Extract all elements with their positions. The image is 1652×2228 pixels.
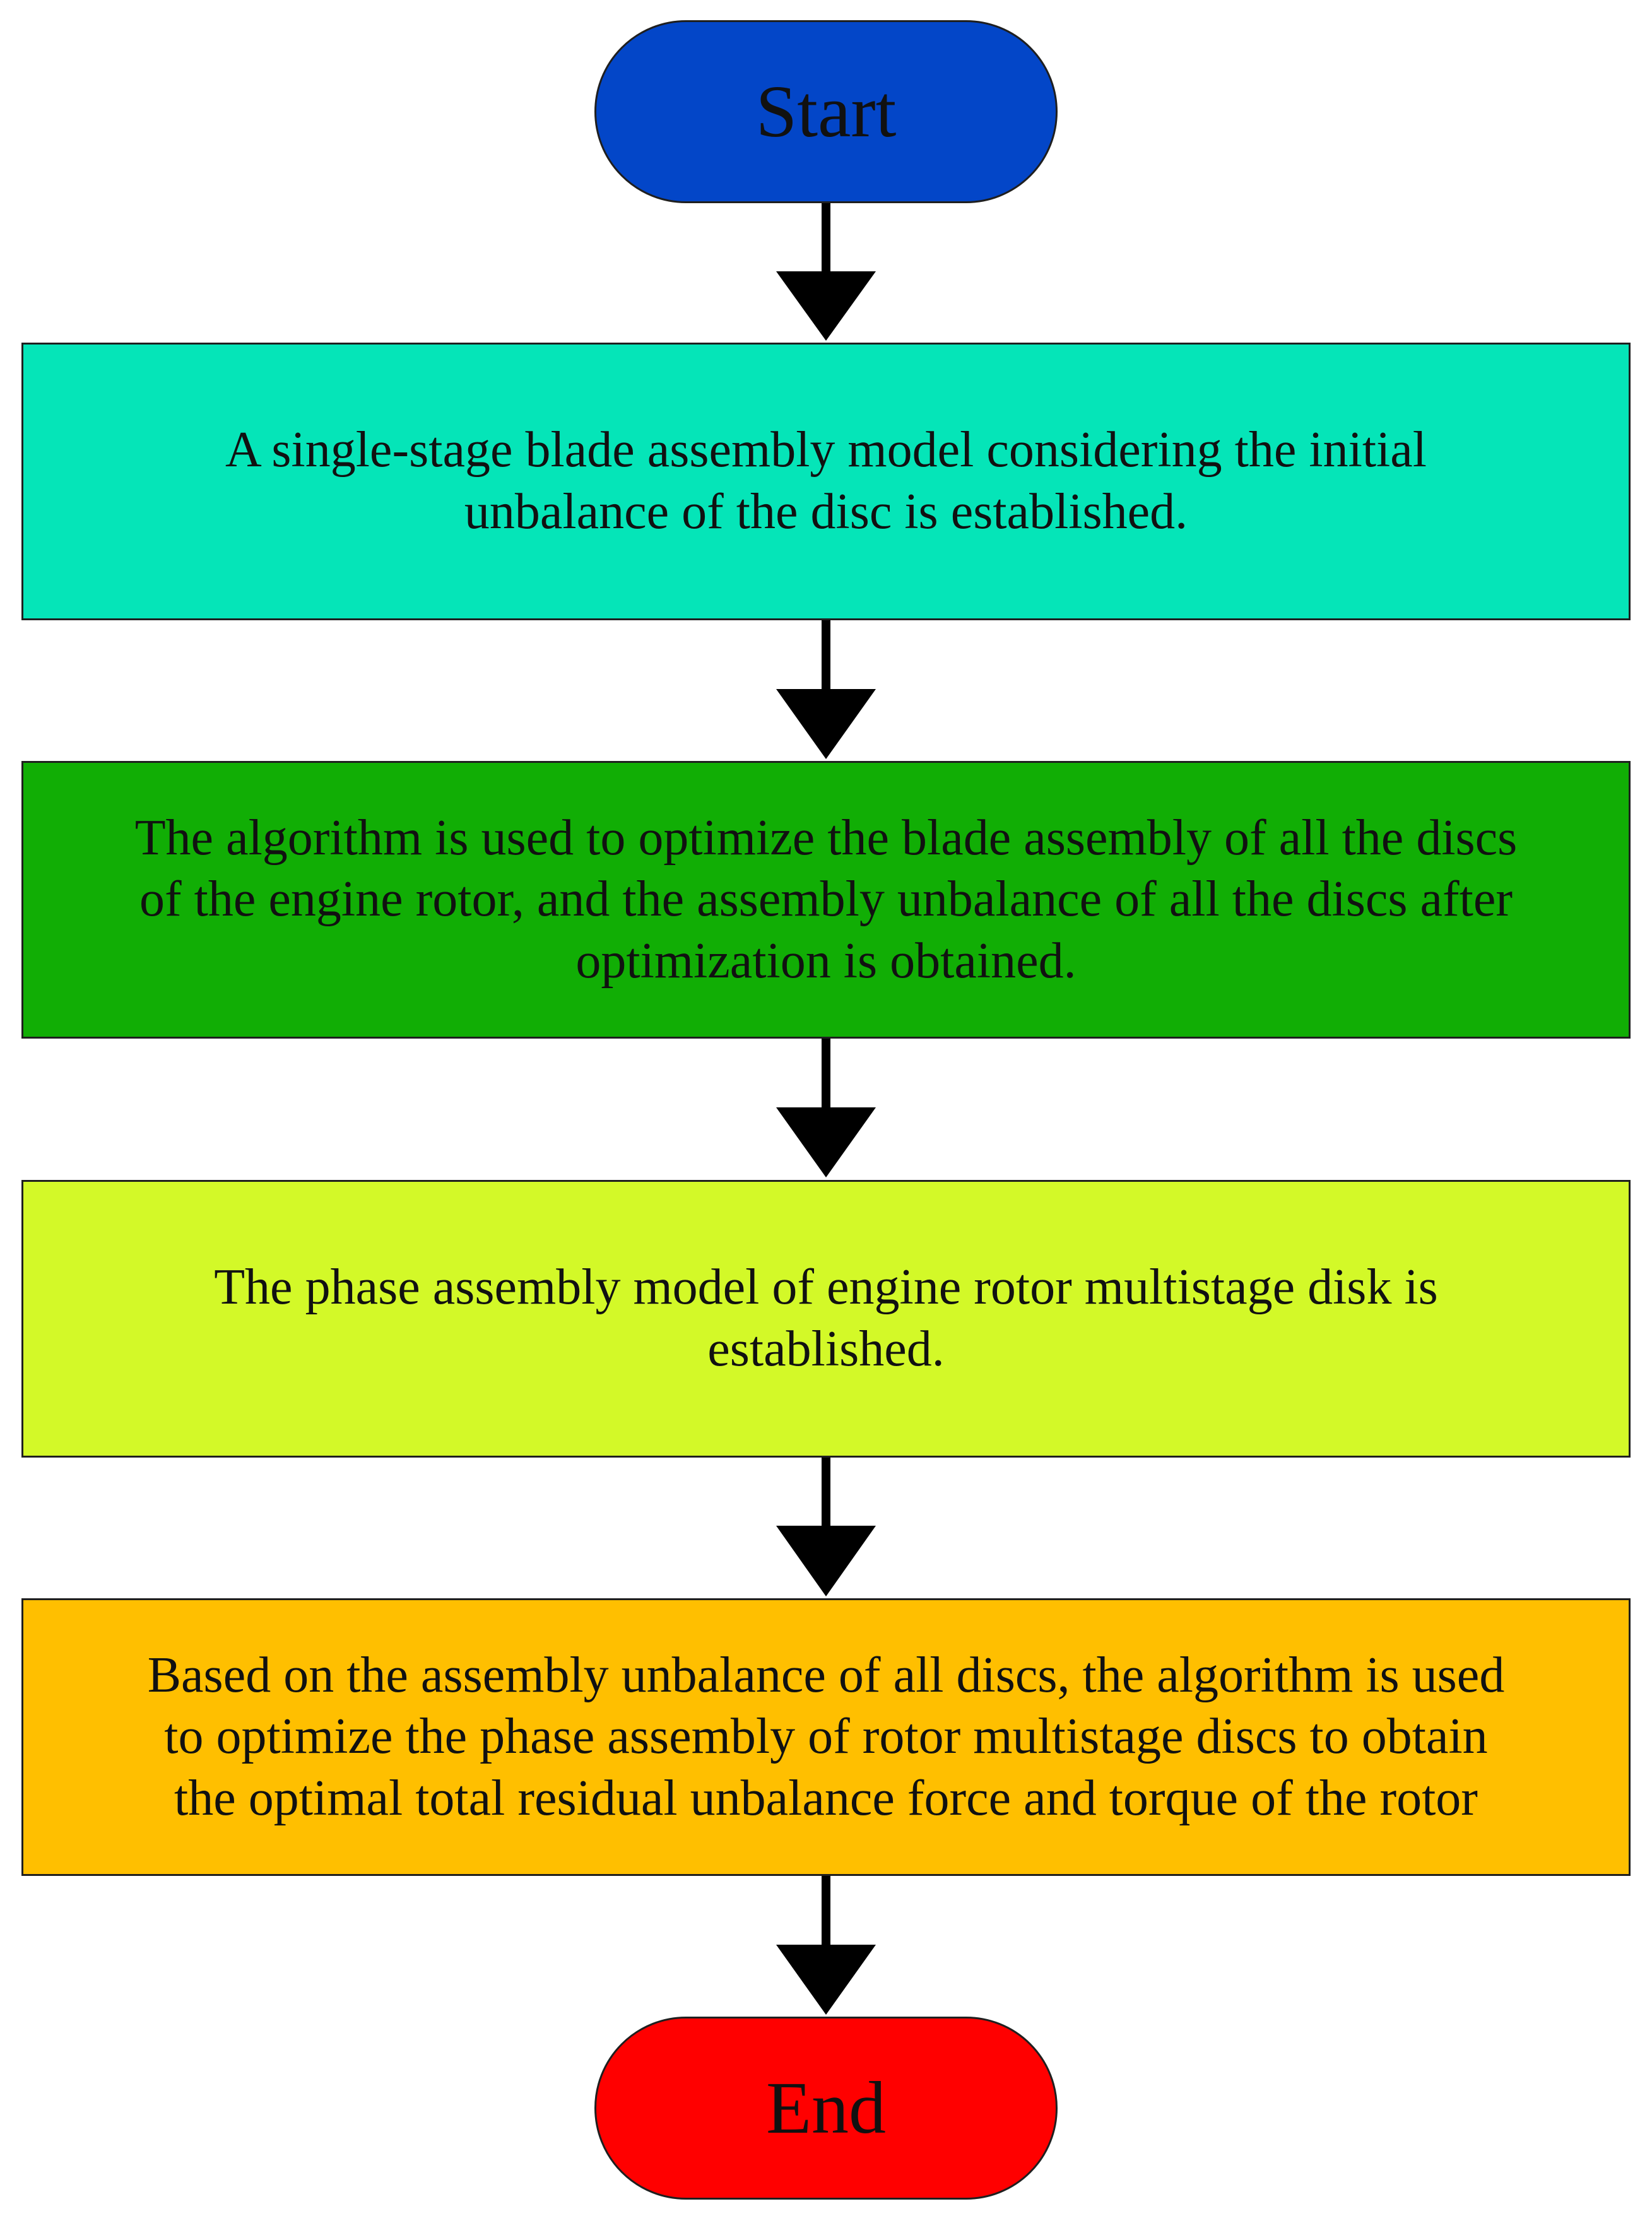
process-step-4-text: Based on the assembly unbalance of all d… [148,1645,1505,1830]
arrow-start-to-step-1 [776,203,876,341]
process-step-2: The algorithm is used to optimize the bl… [21,761,1631,1039]
process-step-3-line-1: The phase assembly model of engine rotor… [214,1259,1438,1316]
arrow-step-4-to-end [776,1876,876,2015]
process-step-3-line-2: established. [707,1321,945,1377]
process-step-4-line-1: Based on the assembly unbalance of all d… [147,1647,1505,1703]
process-step-3: The phase assembly model of engine rotor… [21,1180,1631,1458]
process-step-1-text: A single-stage blade assembly model cons… [225,420,1427,543]
process-step-4-line-3: the optimal total residual unbalance for… [174,1770,1478,1826]
process-step-4: Based on the assembly unbalance of all d… [21,1598,1631,1876]
process-step-1: A single-stage blade assembly model cons… [21,343,1631,620]
arrow-step-1-to-step-2 [776,620,876,759]
process-step-2-line-1: The algorithm is used to optimize the bl… [134,810,1518,866]
process-step-3-text: The phase assembly model of engine rotor… [214,1257,1438,1380]
arrow-step-3-to-step-4 [776,1458,876,1596]
process-step-4-line-2: to optimize the phase assembly of rotor … [164,1709,1488,1765]
end-terminal: End [594,2017,1058,2200]
process-step-2-text: The algorithm is used to optimize the bl… [135,808,1518,993]
arrow-step-2-to-step-3 [776,1039,876,1177]
start-label: Start [755,70,897,153]
process-step-2-line-3: optimization is obtained. [575,933,1077,989]
start-terminal: Start [594,20,1058,203]
process-step-1-line-2: unbalance of the disc is established. [464,484,1188,539]
end-label: End [765,2066,887,2149]
process-step-2-line-2: of the engine rotor, and the assembly un… [139,871,1513,928]
process-step-1-line-1: A single-stage blade assembly model cons… [225,422,1427,478]
